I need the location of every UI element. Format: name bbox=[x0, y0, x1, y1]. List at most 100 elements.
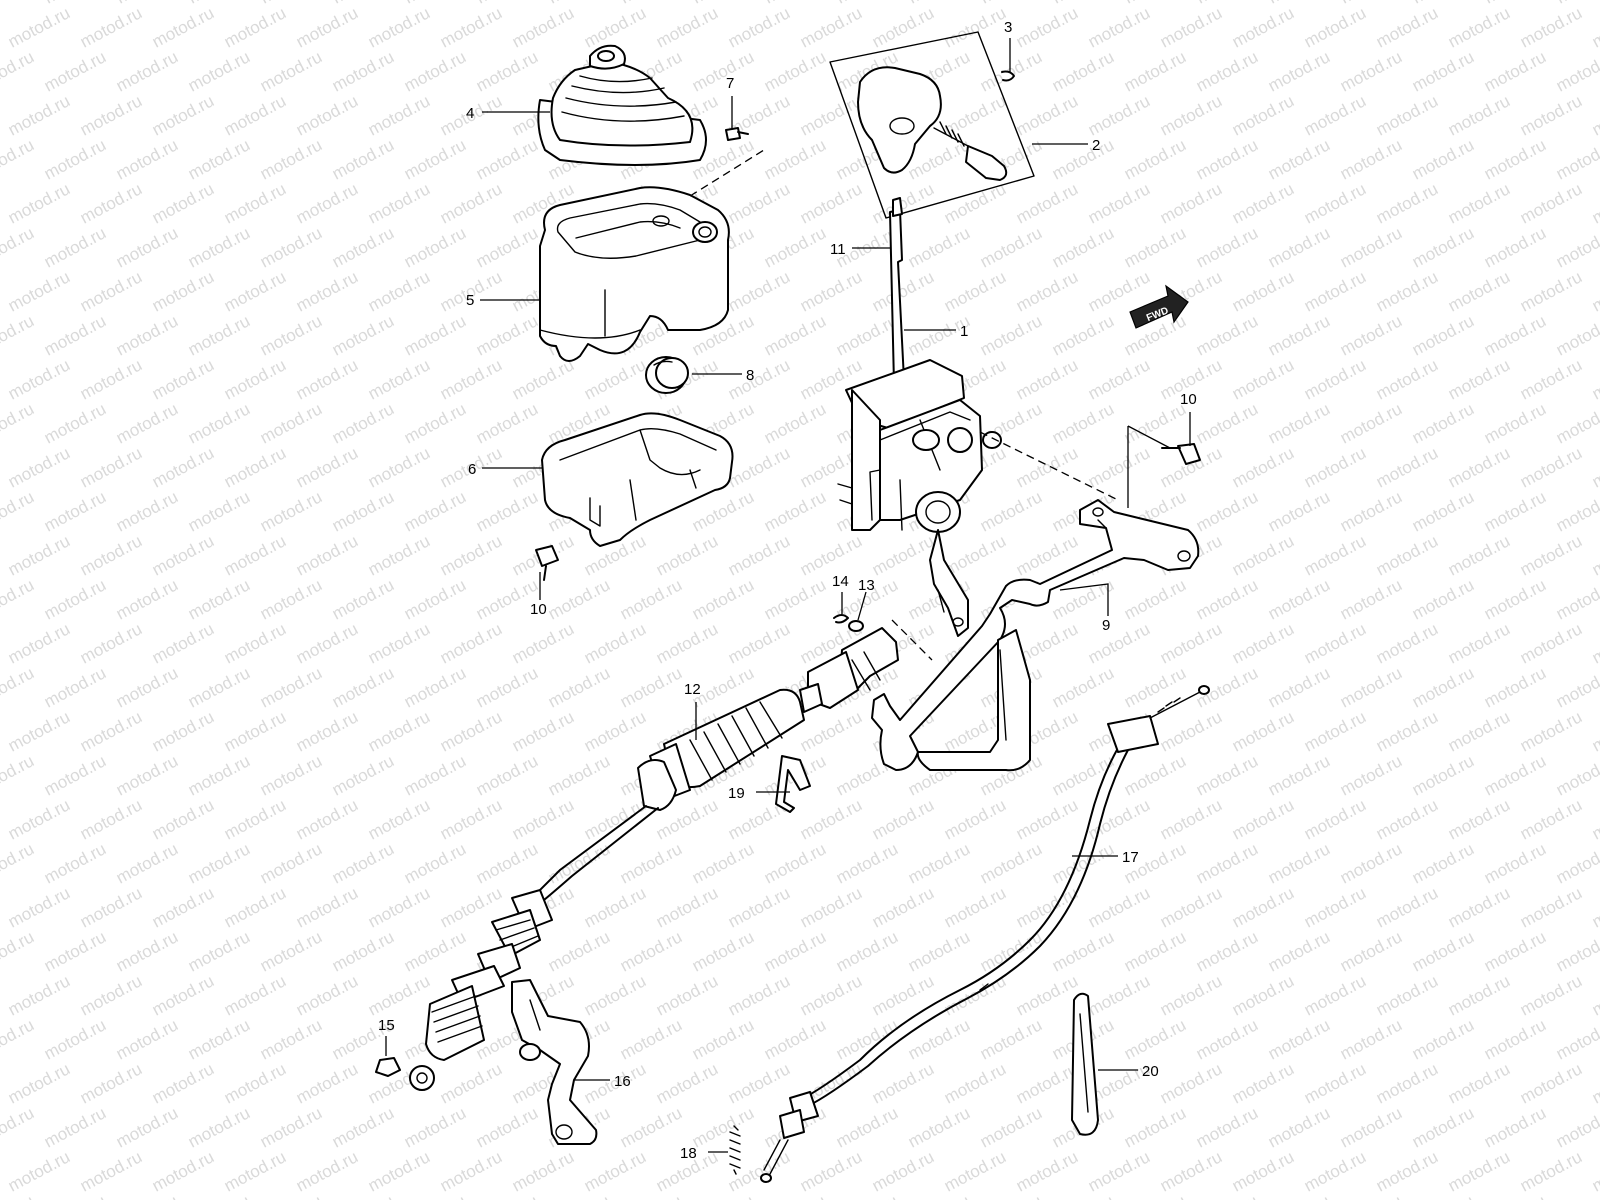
watermark-text: motod.ru bbox=[77, 795, 145, 843]
watermark-text: motod.ru bbox=[41, 1015, 109, 1063]
watermark-text: motod.ru bbox=[905, 1191, 973, 1200]
watermark-text: motod.ru bbox=[293, 91, 361, 139]
part-15-nut bbox=[375, 1057, 401, 1077]
watermark-text: motod.ru bbox=[1121, 1103, 1189, 1151]
watermark-text: motod.ru bbox=[1589, 795, 1600, 843]
watermark-text: motod.ru bbox=[1373, 1059, 1441, 1107]
watermark-text: motod.ru bbox=[329, 487, 397, 535]
watermark-text: motod.ru bbox=[977, 1015, 1045, 1063]
watermark-text: motod.ru bbox=[869, 267, 937, 315]
watermark-text: motod.ru bbox=[5, 267, 73, 315]
watermark-text: motod.ru bbox=[1517, 531, 1585, 579]
watermark-text: motod.ru bbox=[329, 1191, 397, 1200]
callout-1: 1 bbox=[960, 323, 968, 340]
watermark-text: motod.ru bbox=[1085, 355, 1153, 403]
watermark-text: motod.ru bbox=[221, 1147, 289, 1195]
watermark-text: motod.ru bbox=[329, 1103, 397, 1151]
watermark-text: motod.ru bbox=[473, 663, 541, 711]
watermark-text: motod.ru bbox=[0, 399, 37, 447]
watermark-text: motod.ru bbox=[329, 223, 397, 271]
watermark-text: motod.ru bbox=[473, 751, 541, 799]
watermark-text: motod.ru bbox=[221, 443, 289, 491]
watermark-text: motod.ru bbox=[1085, 619, 1153, 667]
watermark-text: motod.ru bbox=[905, 1015, 973, 1063]
watermark-text: motod.ru bbox=[1481, 47, 1549, 95]
watermark-text: motod.ru bbox=[617, 1191, 685, 1200]
watermark-text: motod.ru bbox=[77, 91, 145, 139]
watermark-text: motod.ru bbox=[257, 47, 325, 95]
watermark-text: motod.ru bbox=[1085, 883, 1153, 931]
watermark-text: motod.ru bbox=[1229, 355, 1297, 403]
callout-16: 16 bbox=[614, 1073, 631, 1090]
watermark-text: motod.ru bbox=[221, 707, 289, 755]
watermark-text: motod.ru bbox=[1301, 443, 1369, 491]
watermark-text: motod.ru bbox=[761, 839, 829, 887]
watermark-text: motod.ru bbox=[437, 3, 505, 51]
watermark-text: motod.ru bbox=[761, 47, 829, 95]
watermark-text: motod.ru bbox=[653, 619, 721, 667]
watermark-text: motod.ru bbox=[329, 751, 397, 799]
watermark-text: motod.ru bbox=[437, 1059, 505, 1107]
watermark-text: motod.ru bbox=[1481, 311, 1549, 359]
watermark-text: motod.ru bbox=[725, 883, 793, 931]
watermark-text: motod.ru bbox=[509, 1147, 577, 1195]
watermark-text: motod.ru bbox=[797, 883, 865, 931]
watermark-text: motod.ru bbox=[365, 795, 433, 843]
watermark-text: motod.ru bbox=[1445, 707, 1513, 755]
watermark-text: motod.ru bbox=[725, 443, 793, 491]
watermark-text: motod.ru bbox=[473, 487, 541, 535]
watermark-text: motod.ru bbox=[77, 619, 145, 667]
watermark-text: motod.ru bbox=[1265, 751, 1333, 799]
watermark-text: motod.ru bbox=[761, 399, 829, 447]
watermark-text: motod.ru bbox=[257, 663, 325, 711]
watermark-text: motod.ru bbox=[113, 223, 181, 271]
watermark-text: motod.ru bbox=[1409, 311, 1477, 359]
watermark-text: motod.ru bbox=[1229, 883, 1297, 931]
callout-leaders bbox=[385, 38, 1191, 1153]
watermark-text: motod.ru bbox=[1265, 311, 1333, 359]
watermark-text: motod.ru bbox=[1409, 135, 1477, 183]
watermark-text: motod.ru bbox=[113, 663, 181, 711]
watermark-text: motod.ru bbox=[1229, 619, 1297, 667]
watermark-text: motod.ru bbox=[617, 0, 685, 8]
watermark-text: motod.ru bbox=[545, 751, 613, 799]
watermark-text: motod.ru bbox=[1193, 927, 1261, 975]
watermark-text: motod.ru bbox=[1445, 619, 1513, 667]
watermark-text: motod.ru bbox=[1301, 179, 1369, 227]
watermark-text: motod.ru bbox=[1445, 179, 1513, 227]
watermark-text: motod.ru bbox=[1157, 179, 1225, 227]
watermark-text: motod.ru bbox=[1229, 443, 1297, 491]
watermark-text: motod.ru bbox=[1229, 1059, 1297, 1107]
fwd-arrow-icon: FWD bbox=[1129, 284, 1189, 329]
watermark-text: motod.ru bbox=[869, 531, 937, 579]
watermark-text: motod.ru bbox=[185, 927, 253, 975]
callout-11: 11 bbox=[830, 241, 846, 258]
watermark-text: motod.ru bbox=[1301, 531, 1369, 579]
watermark-text: motod.ru bbox=[581, 619, 649, 667]
watermark-text: motod.ru bbox=[1301, 971, 1369, 1019]
watermark-text: motod.ru bbox=[1265, 135, 1333, 183]
watermark-text: motod.ru bbox=[149, 1147, 217, 1195]
watermark-text: motod.ru bbox=[1553, 1015, 1600, 1063]
watermark-text: motod.ru bbox=[41, 663, 109, 711]
callout-6: 6 bbox=[468, 461, 476, 478]
watermark-text: motod.ru bbox=[689, 0, 757, 8]
watermark-text: motod.ru bbox=[0, 795, 1, 843]
watermark-text: motod.ru bbox=[41, 311, 109, 359]
watermark-text: motod.ru bbox=[1193, 575, 1261, 623]
watermark-text: motod.ru bbox=[5, 971, 73, 1019]
watermark-text: motod.ru bbox=[293, 1147, 361, 1195]
watermark-text: motod.ru bbox=[545, 927, 613, 975]
watermark-text: motod.ru bbox=[401, 751, 469, 799]
part-10-bolt-a bbox=[1161, 443, 1201, 465]
watermark-text: motod.ru bbox=[1373, 179, 1441, 227]
watermark-text: motod.ru bbox=[365, 355, 433, 403]
watermark-text: motod.ru bbox=[221, 795, 289, 843]
watermark-text: motod.ru bbox=[1337, 1015, 1405, 1063]
watermark-text: motod.ru bbox=[1193, 839, 1261, 887]
watermark-text: motod.ru bbox=[1265, 487, 1333, 535]
watermark-text: motod.ru bbox=[1589, 619, 1600, 667]
watermark-text: motod.ru bbox=[1085, 91, 1153, 139]
watermark-text: motod.ru bbox=[77, 707, 145, 755]
watermark-text: motod.ru bbox=[833, 0, 901, 8]
